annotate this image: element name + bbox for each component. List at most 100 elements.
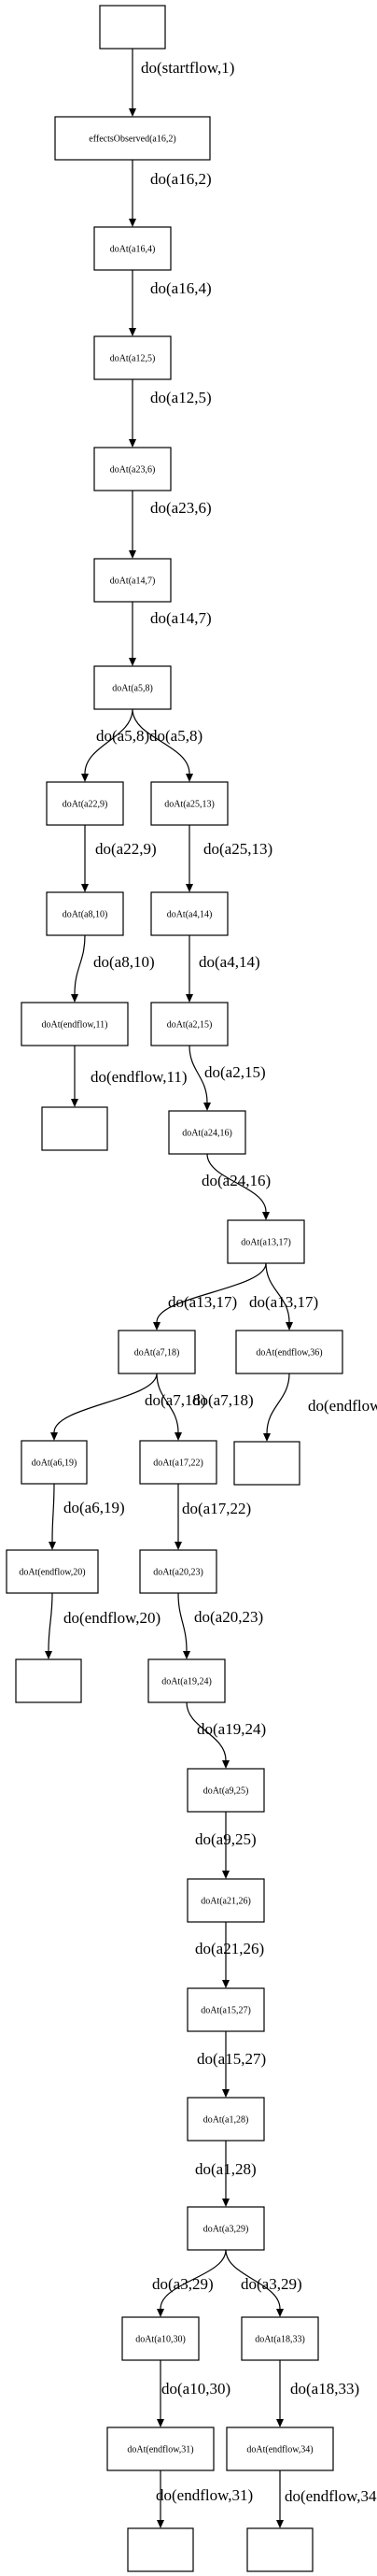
node-box: [187, 2206, 265, 2251]
node-box: [41, 1106, 108, 1151]
node-label: doAt(a25,13): [164, 800, 215, 810]
edge-label: do(a5,8): [149, 727, 202, 745]
edge-label: do(a3,29): [152, 2275, 214, 2293]
edge-line: [84, 708, 133, 775]
arrow-head: [81, 884, 89, 892]
edge: do(endflow,20): [45, 1592, 161, 1659]
flow-node: doAt(endflow,31): [106, 2427, 215, 2471]
node-box: [93, 226, 172, 271]
edge: do(a10,30): [157, 2360, 230, 2427]
arrow-head: [157, 2520, 164, 2528]
node-label: doAt(a19,24): [161, 1677, 212, 1687]
flow-node: doAt(a19,24): [147, 1658, 226, 1703]
arrow-head: [276, 2309, 284, 2317]
flow-node: doAt(endflow,20): [6, 1549, 99, 1594]
edge-line: [186, 1701, 227, 1761]
node-box: [187, 1878, 265, 1923]
terminal-node: [127, 2527, 194, 2572]
arrow-head: [71, 994, 78, 1003]
node-label: doAt(a24,16): [182, 1129, 232, 1139]
edge: do(a6,19): [49, 1483, 125, 1550]
flow-node: doAt(a13,17): [227, 1219, 305, 1264]
node-box: [106, 2427, 215, 2471]
arrow-head: [129, 328, 136, 336]
edge-label: do(a8,10): [93, 953, 155, 971]
edge-line: [177, 1592, 188, 1652]
node-box: [21, 1002, 129, 1046]
edge-label: do(a7,18): [145, 1391, 206, 1409]
edge: do(a5,8): [132, 708, 202, 782]
node-box: [93, 447, 172, 491]
edge: do(a13,17): [153, 1262, 267, 1331]
arrow-head: [286, 1322, 293, 1331]
arrow-head: [129, 550, 136, 559]
node-box: [139, 1440, 217, 1485]
edge-label: do(endflow,11): [91, 1068, 188, 1086]
edge-label: do(a20,23): [194, 1608, 263, 1626]
arrow-head: [175, 1542, 182, 1550]
node-label: doAt(a2,15): [167, 1020, 213, 1031]
edge: do(a20,23): [177, 1592, 263, 1659]
flow-node: doAt(a24,16): [168, 1110, 246, 1155]
flow-node: doAt(a17,22): [139, 1440, 217, 1485]
flow-node: doAt(a1,28): [187, 2097, 265, 2142]
node-box: [226, 2427, 334, 2471]
edge: do(endflow,31): [156, 2470, 253, 2528]
arrow-head: [153, 1322, 161, 1331]
flow-node: doAt(a20,23): [139, 1549, 217, 1594]
edge: do(a3,29): [225, 2249, 302, 2317]
edge-label: do(endflow,36): [308, 1397, 377, 1415]
edge: do(a25,13): [186, 825, 272, 892]
node-label: doAt(a3,29): [203, 2225, 249, 2235]
terminal-node: [41, 1106, 108, 1151]
node-box: [246, 2527, 314, 2572]
arrow-head: [222, 1871, 230, 1879]
edge-label: do(a10,30): [161, 2380, 230, 2398]
edge: do(a21,26): [195, 1922, 264, 1988]
arrow-head: [129, 108, 136, 117]
edge-label: do(a13,17): [168, 1293, 237, 1311]
node-box: [121, 2316, 200, 2361]
edge: do(a13,17): [249, 1262, 318, 1331]
terminal-node: [246, 2527, 314, 2572]
arrow-head: [262, 1212, 270, 1220]
arrow-head: [175, 1432, 182, 1441]
terminal-node: [99, 5, 166, 50]
arrow-head: [222, 1760, 230, 1769]
edge: do(a16,4): [129, 270, 212, 336]
node-label: doAt(a22,9): [63, 800, 108, 810]
edge-line: [265, 1262, 290, 1323]
edge-line: [48, 1592, 53, 1652]
edge: do(a14,7): [129, 602, 212, 666]
edge-label: do(a14,7): [150, 609, 212, 627]
node-label: doAt(a21,26): [201, 1897, 251, 1907]
node-box: [15, 1658, 82, 1703]
edge-label: do(a22,9): [95, 840, 157, 858]
terminal-node: [233, 1441, 300, 1486]
node-label: doAt(a6,19): [32, 1459, 77, 1469]
flow-node: doAt(a14,7): [93, 558, 172, 603]
arrow-head: [50, 1432, 58, 1441]
edge: do(a2,15): [188, 1045, 266, 1111]
node-box: [187, 1768, 265, 1813]
node-box: [147, 1658, 226, 1703]
arrow-head: [49, 1542, 56, 1550]
arrow-head: [45, 1651, 52, 1659]
edge-label: do(a4,14): [199, 953, 260, 971]
flow-node: doAt(a15,27): [187, 1987, 265, 2032]
edge: do(a22,9): [81, 825, 157, 892]
node-label: doAt(a7,18): [134, 1348, 180, 1359]
flow-node: doAt(a8,10): [46, 891, 124, 936]
edge: do(a23,6): [129, 491, 212, 559]
edge: do(endflow,11): [71, 1046, 188, 1107]
edge: do(endflow,34): [276, 2470, 377, 2528]
node-label: doAt(a16,4): [110, 245, 156, 255]
node-label: doAt(endflow,20): [19, 1568, 85, 1578]
flow-node: doAt(a21,26): [187, 1878, 265, 1923]
edge-label: do(a5,8): [96, 727, 149, 745]
node-label: doAt(a5,8): [112, 684, 153, 694]
edge-line: [74, 934, 86, 995]
edge-line: [156, 1373, 179, 1433]
flow-node: doAt(endflow,36): [235, 1330, 343, 1374]
edge: do(a19,24): [186, 1701, 266, 1769]
